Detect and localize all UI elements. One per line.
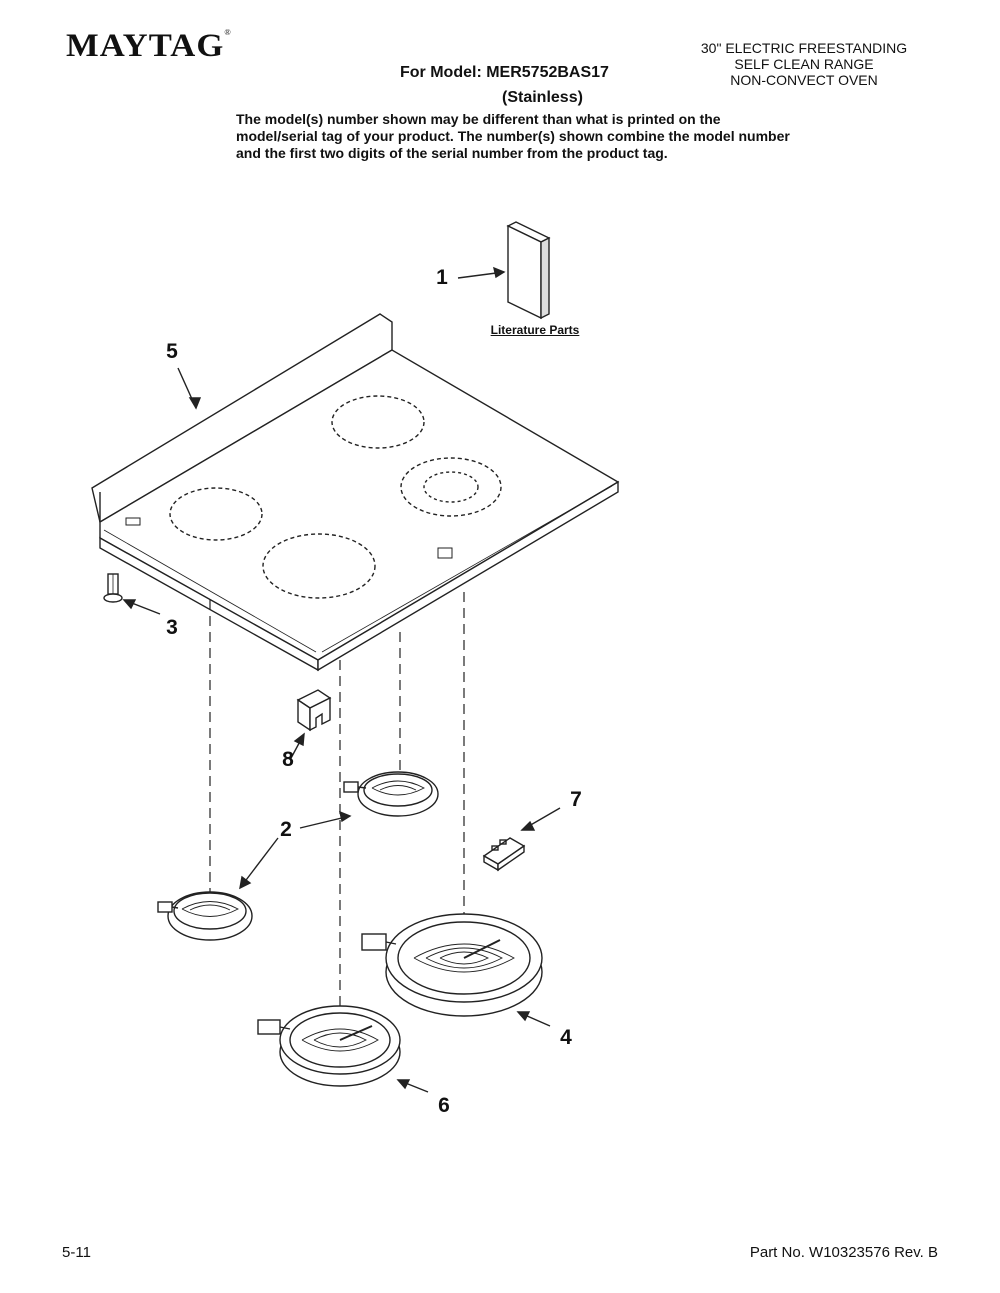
range-type-line: NON-CONVECT OVEN <box>730 72 878 88</box>
callout-2: 2 <box>280 818 292 841</box>
surface-element-small-lower <box>157 891 253 941</box>
brand-logo: MAYTAG® <box>66 28 232 64</box>
surface-element-medium <box>257 1005 401 1087</box>
model-notice: The model(s) number shown may be differe… <box>236 111 790 161</box>
bracket <box>296 689 332 732</box>
callout-3: 3 <box>166 616 178 639</box>
surface-element-small-upper <box>343 771 439 817</box>
callout-4: 4 <box>560 1026 572 1049</box>
alignment-lines <box>209 592 465 1015</box>
terminal-block <box>482 837 526 872</box>
range-type-line: 30" ELECTRIC FREESTANDING <box>700 40 908 56</box>
range-type-line: SELF CLEAN RANGE <box>734 56 874 72</box>
literature-booklet <box>506 221 551 320</box>
terminal-plug <box>103 573 123 603</box>
page-number: 5-11 <box>62 1244 91 1261</box>
model-title: For Model: MER5752BAS17 <box>400 64 609 81</box>
model-variant: (Stainless) <box>502 89 583 106</box>
callout-8: 8 <box>282 748 294 771</box>
callout-7: 7 <box>570 788 582 811</box>
range-type: 30" ELECTRIC FREESTANDING SELF CLEAN RAN… <box>674 40 934 88</box>
callout-1: 1 <box>436 266 448 289</box>
cooktop <box>91 313 620 672</box>
surface-element-large <box>361 913 543 1017</box>
callout-6: 6 <box>438 1094 450 1117</box>
literature-parts-label: Literature Parts <box>490 323 580 337</box>
part-number: Part No. W10323576 Rev. B <box>749 1244 938 1261</box>
callout-5: 5 <box>166 340 178 363</box>
